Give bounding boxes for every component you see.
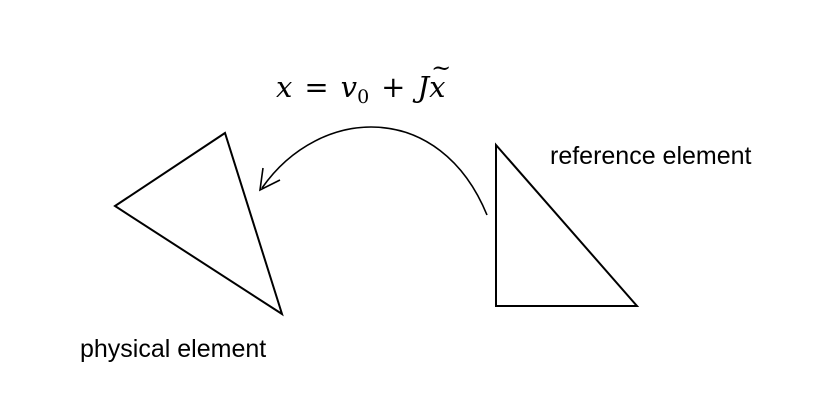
equation-equals: = [304,70,329,104]
mapping-arrow-head [259,167,281,192]
reference-element-triangle [495,142,640,307]
physical-element-label: physical element [80,335,267,363]
equation-jacobian: J [417,70,430,104]
equation-v: v [340,70,358,104]
equation-plus: + [381,70,406,104]
equation-x-tilde: x [429,54,452,104]
reference-element-label: reference element [550,142,752,170]
equation-x: x [276,70,293,104]
mapping-equation: x = v0 + Jx [276,54,452,108]
mapping-arrow-curve [261,126,488,216]
equation-v-subscript: 0 [357,86,370,108]
physical-element-triangle [113,131,284,317]
